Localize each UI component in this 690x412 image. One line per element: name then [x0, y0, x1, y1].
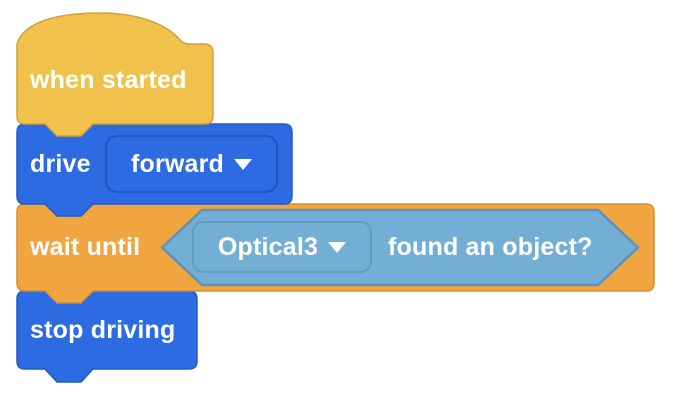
when-started-label: when started [30, 66, 187, 94]
dropdown-arrow-icon [328, 241, 347, 253]
dropdown-arrow-icon [234, 158, 253, 170]
found-an-object-label: found an object? [388, 233, 593, 261]
stop-driving-label: stop driving [30, 316, 176, 344]
drive-direction-dropdown[interactable] [105, 135, 278, 193]
optical-sensor-value: Optical3 [217, 232, 319, 261]
drive-label: drive [30, 150, 91, 178]
optical-sensor-dropdown[interactable] [192, 221, 372, 273]
when-started-block[interactable] [16, 12, 214, 137]
stop-driving-block[interactable] [16, 290, 198, 383]
drive-direction-value: forward [130, 149, 225, 178]
optical-sensor-dropdown[interactable]: Optical3 [193, 222, 371, 272]
wait-until-label: wait until [30, 233, 141, 261]
drive-direction-dropdown[interactable]: forward [106, 136, 277, 192]
